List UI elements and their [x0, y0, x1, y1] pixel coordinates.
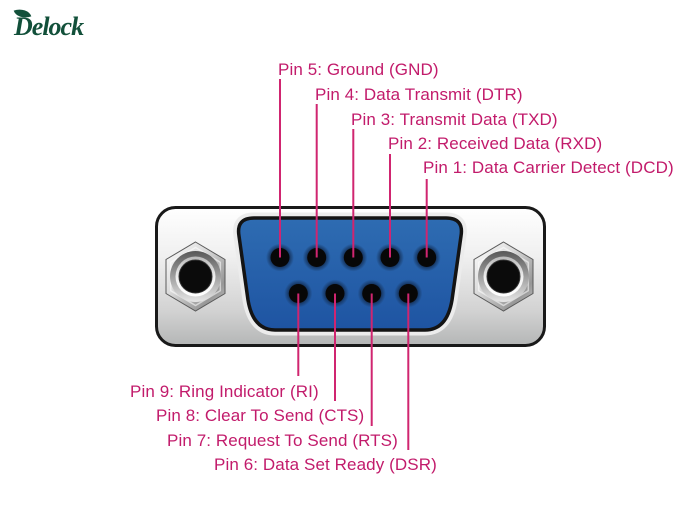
brand-logo-text: Delock	[14, 12, 84, 41]
pin-label-1: Pin 1: Data Carrier Detect (DCD)	[423, 158, 674, 177]
hex-nut-right-facet	[477, 246, 530, 307]
pin-label-9: Pin 9: Ring Indicator (RI)	[130, 382, 319, 401]
screw-nut-right	[473, 241, 534, 312]
leader-lines-top	[279, 79, 428, 258]
hex-nut-left-facet	[169, 246, 222, 307]
brand-logo: Delock	[13, 5, 98, 44]
pin-label-8: Pin 8: Clear To Send (CTS)	[156, 406, 365, 425]
nut-right-hole	[486, 259, 521, 294]
d-sub-insert	[236, 216, 464, 332]
nut-left-hole	[178, 259, 213, 294]
screw-nut-left	[165, 241, 226, 312]
pin-label-4: Pin 4: Data Transmit (DTR)	[315, 85, 523, 104]
pin-label-5: Pin 5: Ground (GND)	[278, 60, 439, 79]
pin-label-7: Pin 7: Request To Send (RTS)	[167, 431, 398, 450]
pin-label-6: Pin 6: Data Set Ready (DSR)	[214, 455, 437, 474]
leader-lines-bottom	[297, 293, 410, 450]
pin-label-3: Pin 3: Transmit Data (TXD)	[351, 110, 558, 129]
pin-label-2: Pin 2: Received Data (RXD)	[388, 134, 603, 153]
